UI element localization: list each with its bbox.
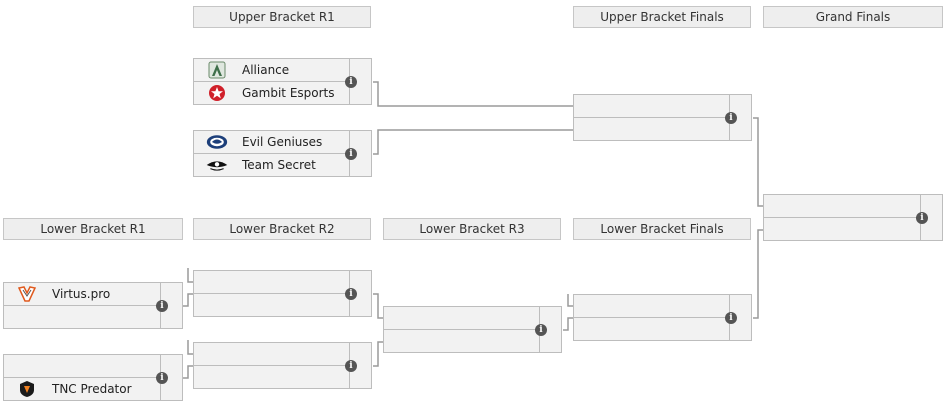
team-slot-virtus-pro[interactable]: Virtus.pro [4,283,161,305]
header-upper-bracket-finals: Upper Bracket Finals [573,6,751,28]
team-name: TNC Predator [52,382,132,396]
team-slot-empty[interactable] [384,330,541,352]
team-slot-gambit[interactable]: Gambit Esports [194,82,351,104]
info-icon[interactable]: i [345,288,357,300]
team-slot-empty[interactable] [194,343,351,365]
info-icon[interactable]: i [916,212,928,224]
team-slot-team-secret[interactable]: Team Secret [194,154,351,176]
team-slot-empty[interactable] [574,318,731,340]
team-name: Virtus.pro [52,287,111,301]
team-slot-evil-geniuses[interactable]: Evil Geniuses [194,131,351,153]
virtus-pro-logo-icon [16,285,38,303]
gambit-logo-icon [206,84,228,102]
header-lower-bracket-r2: Lower Bracket R2 [193,218,371,240]
header-lower-bracket-r1: Lower Bracket R1 [3,218,183,240]
team-name: Evil Geniuses [242,135,323,149]
match-lb-r3[interactable]: i [383,306,562,353]
team-slot-empty[interactable] [4,355,161,377]
info-icon[interactable]: i [345,76,357,88]
team-slot-tnc-predator[interactable]: TNC Predator [4,378,161,400]
info-icon[interactable]: i [535,324,547,336]
match-ub-finals[interactable]: i [573,94,752,141]
team-slot-empty[interactable] [574,95,731,117]
team-slot-empty[interactable] [194,366,351,388]
team-slot-empty[interactable] [574,295,731,317]
team-slot-empty[interactable] [194,294,351,316]
team-name: Team Secret [242,158,316,172]
team-secret-logo-icon [206,156,228,174]
match-lb-finals[interactable]: i [573,294,752,341]
match-ub-r1-1[interactable]: Alliance Gambit Esports i [193,58,372,105]
match-ub-r1-2[interactable]: Evil Geniuses Team Secret i [193,130,372,177]
header-upper-bracket-r1: Upper Bracket R1 [193,6,371,28]
info-icon[interactable]: i [156,300,168,312]
info-icon[interactable]: i [156,372,168,384]
team-slot-empty[interactable] [4,306,161,328]
info-icon[interactable]: i [345,148,357,160]
team-slot-alliance[interactable]: Alliance [194,59,351,81]
tnc-predator-logo-icon [16,380,38,398]
info-icon[interactable]: i [725,112,737,124]
team-slot-empty[interactable] [194,271,351,293]
team-slot-empty[interactable] [384,307,541,329]
match-grand-finals[interactable]: i [763,194,943,241]
match-lb-r2-1[interactable]: i [193,270,372,317]
match-lb-r2-2[interactable]: i [193,342,372,389]
match-lb-r1-1[interactable]: Virtus.pro i [3,282,183,329]
team-slot-empty[interactable] [764,195,921,217]
info-icon[interactable]: i [725,312,737,324]
header-lower-bracket-finals: Lower Bracket Finals [573,218,751,240]
match-lb-r1-2[interactable]: TNC Predator i [3,354,183,401]
alliance-logo-icon [206,61,228,79]
evil-geniuses-logo-icon [206,133,228,151]
header-lower-bracket-r3: Lower Bracket R3 [383,218,561,240]
header-grand-finals: Grand Finals [763,6,943,28]
info-icon[interactable]: i [345,360,357,372]
team-name: Alliance [242,63,290,77]
team-slot-empty[interactable] [764,218,921,240]
team-slot-empty[interactable] [574,118,731,140]
team-name: Gambit Esports [242,86,335,100]
